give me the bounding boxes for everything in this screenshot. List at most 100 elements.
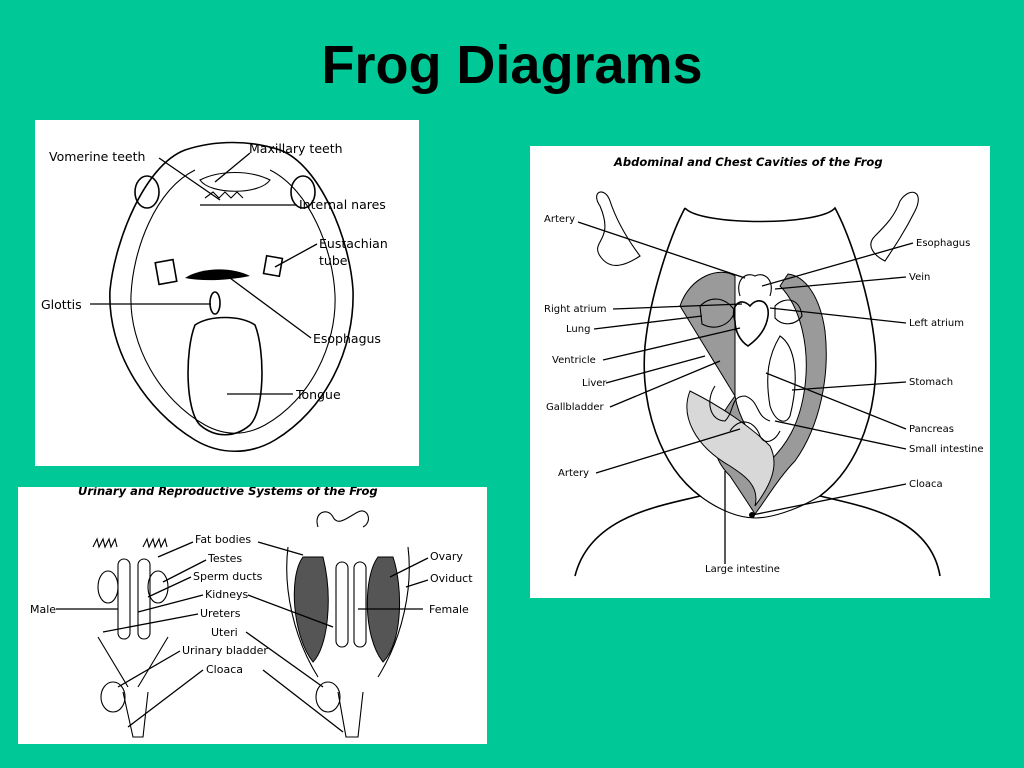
label-oviduct: Oviduct — [430, 572, 473, 585]
label-esophagus: Esophagus — [313, 331, 381, 346]
line-ovary — [389, 557, 429, 578]
label-liver: Liver — [582, 378, 607, 389]
line-cloaca — [127, 669, 204, 728]
label-vein: Vein — [909, 272, 930, 283]
abdomen-diagram-panel: Abdominal and Chest Cavities of the Frog… — [530, 146, 990, 598]
label-lung: Lung — [566, 324, 590, 335]
vessels — [738, 274, 772, 297]
label-internal-nares: Internal nares — [299, 197, 386, 212]
tongue-shape — [187, 316, 263, 436]
left-eye — [134, 175, 160, 209]
line-right-atrium — [612, 303, 743, 310]
glottis-shape — [209, 291, 221, 315]
label-stomach: Stomach — [909, 377, 953, 388]
male-testis-left — [97, 570, 119, 604]
right-eustachian-opening — [262, 254, 284, 278]
label-large-intestine: Large intestine — [705, 564, 780, 575]
line-small-intestine — [774, 420, 907, 450]
line-left-atrium — [769, 307, 907, 324]
line-kidneys — [137, 594, 204, 613]
line-fat-bodies — [157, 541, 194, 558]
label-right-atrium: Right atrium — [544, 304, 607, 315]
abdomen-diagram: Abdominal and Chest Cavities of the Frog… — [544, 155, 984, 577]
label-glottis: Glottis — [41, 297, 82, 312]
line-lung — [593, 315, 703, 330]
abdomen-diagram-title: Abdominal and Chest Cavities of the Frog — [613, 155, 883, 169]
label-fat-bodies: Fat bodies — [195, 533, 251, 546]
line-oviduct — [405, 579, 429, 588]
line-cloaca — [751, 483, 907, 516]
label-sperm-ducts: Sperm ducts — [193, 570, 263, 583]
liver — [686, 390, 775, 507]
line-ureters — [102, 613, 199, 633]
left-arm — [596, 191, 641, 266]
intestine-coil-1 — [709, 385, 771, 422]
line-vein — [774, 276, 907, 290]
slide-title: Frog Diagrams — [321, 35, 703, 95]
male-bladder — [100, 681, 126, 713]
label-kidneys: Kidneys — [205, 588, 249, 601]
label-testes: Testes — [207, 552, 242, 565]
line-artery-top — [577, 221, 746, 279]
label-pancreas: Pancreas — [909, 424, 954, 435]
label-cloaca: Cloaca — [909, 479, 943, 490]
line-urinary-bladder — [117, 650, 181, 688]
line-uteri — [245, 631, 324, 688]
label-esophagus: Esophagus — [916, 238, 970, 249]
female-bladder — [315, 681, 341, 713]
female-kidney-left — [335, 561, 349, 648]
label-maxillary-teeth: Maxillary teeth — [249, 141, 343, 156]
line-cloaca-f — [262, 669, 344, 733]
female-ovary-left — [293, 556, 329, 663]
male-kidney-right — [137, 558, 151, 640]
label-ureters: Ureters — [200, 607, 241, 620]
line-sperm-ducts — [147, 576, 192, 598]
line-eustachian — [274, 243, 318, 268]
urinary-diagram-title: Urinary and Reproductive Systems of the … — [78, 487, 378, 498]
head-outline — [109, 141, 354, 453]
lung-right — [774, 299, 803, 325]
label-ventricle: Ventricle — [552, 355, 596, 366]
male-fat-body-left — [92, 537, 118, 549]
label-cloaca: Cloaca — [206, 663, 243, 676]
lung-left — [699, 298, 736, 328]
line-maxillary — [214, 152, 251, 183]
label-ovary: Ovary — [430, 550, 463, 563]
lower-body — [699, 495, 821, 519]
line-esophagus — [761, 242, 914, 287]
label-uteri: Uteri — [211, 626, 238, 639]
label-small-intestine: Small intestine — [909, 444, 984, 455]
label-artery-top: Artery — [544, 214, 575, 225]
female-oviduct-coils-top — [316, 510, 369, 528]
line-artery-bottom — [595, 428, 741, 474]
female-cloaca — [337, 691, 364, 738]
line-fat-bodies-f — [257, 541, 304, 556]
label-male: Male — [30, 603, 56, 616]
esophagus-opening — [185, 269, 250, 281]
line-pancreas — [765, 372, 907, 430]
line-vomerine — [158, 157, 221, 201]
heart — [732, 300, 769, 347]
label-vomerine-teeth: Vomerine teeth — [49, 149, 145, 164]
left-eustachian-opening — [154, 258, 178, 286]
label-gallbladder: Gallbladder — [546, 402, 605, 413]
male-ureters — [97, 636, 169, 688]
line-esophagus — [229, 277, 312, 339]
label-tongue: Tongue — [295, 387, 341, 402]
urinary-diagram: Urinary and Reproductive Systems of the … — [30, 487, 473, 738]
urinary-diagram-panel: Urinary and Reproductive Systems of the … — [18, 487, 487, 744]
right-eye — [290, 175, 316, 209]
line-kidneys-f — [247, 594, 334, 628]
label-female: Female — [429, 603, 469, 616]
mouth-diagram: Vomerine teeth Maxillary teeth Internal … — [41, 141, 388, 453]
male-kidney-left — [117, 558, 131, 640]
stomach-shape — [767, 335, 796, 422]
line-liver — [605, 355, 706, 384]
mouth-diagram-panel: Vomerine teeth Maxillary teeth Internal … — [35, 120, 419, 466]
right-arm — [870, 191, 919, 262]
line-stomach — [791, 381, 907, 391]
label-eustachian-1: Eustachian — [319, 236, 388, 251]
body-outline — [574, 206, 941, 577]
label-artery-bottom: Artery — [558, 468, 589, 479]
palate — [199, 172, 271, 192]
